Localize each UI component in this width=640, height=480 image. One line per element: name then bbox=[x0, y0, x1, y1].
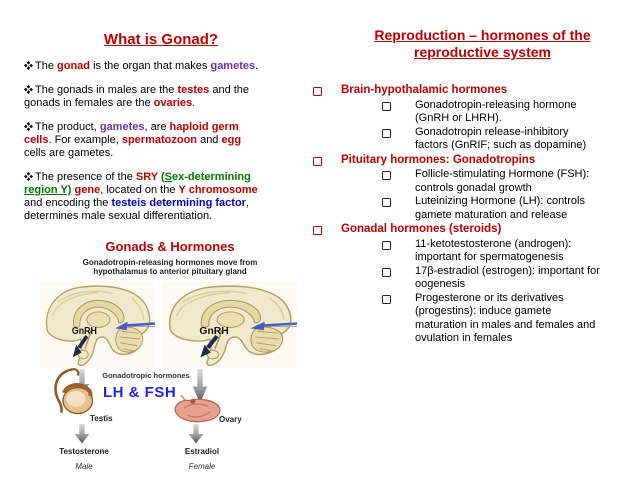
text-run: cells bbox=[24, 134, 49, 146]
female-label: Female bbox=[188, 462, 216, 471]
testis-image bbox=[54, 368, 94, 415]
text-run: region Y) bbox=[24, 184, 72, 196]
list-item-text: 11-ketotestosterone (androgen):important… bbox=[415, 237, 572, 264]
section-heading: Pituitary hormones: Gonadotropins bbox=[313, 154, 637, 168]
square-bullet-icon bbox=[382, 198, 391, 207]
left-title: What is Gonad? bbox=[103, 31, 219, 48]
bullet-paragraph: The gonads in males are the testes and t… bbox=[24, 84, 316, 110]
square-bullet-icon bbox=[382, 240, 391, 250]
bullet-paragraph: The presence of the SRY (Sex-determining… bbox=[24, 171, 316, 223]
left-bullet-list: The gonad is the organ that makes gamete… bbox=[24, 60, 316, 234]
diamond-bullet-icon bbox=[24, 172, 33, 181]
section-heading-text: Gonadal hormones (steroids) bbox=[341, 223, 502, 235]
text-run: testes bbox=[177, 84, 210, 96]
text-run: . bbox=[255, 60, 259, 72]
paragraph-text: The product, gametes, are haploid germ ce… bbox=[24, 121, 241, 159]
text-run: is the organ that makes bbox=[90, 60, 211, 72]
text-run: The gonads in males are the bbox=[35, 84, 178, 96]
list-item: 11-ketotestosterone (androgen):important… bbox=[382, 238, 637, 265]
lh-fsh-label: LH & FSH bbox=[103, 384, 177, 401]
text-run: and bbox=[197, 134, 222, 146]
brain-sagittal-image-left bbox=[40, 281, 155, 368]
male-label: Male bbox=[75, 462, 93, 471]
text-run: and encoding the bbox=[24, 197, 112, 209]
text-run: and the bbox=[209, 84, 250, 96]
down-arrow-icon bbox=[72, 424, 92, 444]
text-run: testeis determining factor bbox=[111, 197, 246, 209]
list-item-text: Gonadotropin-releasing hormone(GnRH or L… bbox=[415, 98, 577, 125]
text-run: gonads in females are the bbox=[24, 97, 154, 109]
bullet-paragraph: The gonad is the organ that makes gamete… bbox=[24, 60, 316, 73]
text-run: SRY bbox=[135, 171, 158, 183]
text-run: Y chromosome bbox=[178, 184, 258, 196]
text-run: , are bbox=[144, 121, 170, 133]
text-run: S bbox=[164, 171, 172, 183]
square-bullet-icon bbox=[313, 226, 322, 235]
text-run: spermatozoon bbox=[121, 134, 198, 146]
square-bullet-icon bbox=[382, 267, 391, 277]
text-run: The product, bbox=[35, 121, 100, 133]
text-run: haploid germ bbox=[169, 121, 239, 133]
text-run: gonad bbox=[57, 60, 91, 72]
text-run: The presence of the bbox=[35, 171, 136, 183]
list-item-text: Progesterone or its derivatives(progesti… bbox=[415, 291, 596, 345]
square-bullet-icon bbox=[313, 156, 322, 166]
square-bullet-icon bbox=[382, 101, 391, 111]
estradiol-label: Estradiol bbox=[184, 447, 220, 456]
ovary-image bbox=[174, 398, 221, 423]
square-bullet-icon bbox=[382, 294, 391, 304]
list-item: Gonadotropin-releasing hormone(GnRH or L… bbox=[382, 99, 637, 126]
text-run: egg bbox=[221, 134, 242, 146]
square-bullet-icon bbox=[382, 171, 391, 180]
text-run: The bbox=[35, 60, 58, 72]
square-bullet-icon bbox=[313, 87, 322, 96]
testosterone-label: Testosterone bbox=[59, 447, 109, 456]
text-run: . bbox=[192, 97, 196, 109]
ovary-label: Ovary bbox=[219, 415, 242, 424]
text-run: . For example, bbox=[48, 134, 122, 146]
paragraph-text: The presence of the SRY (Sex-determining… bbox=[24, 171, 258, 222]
down-arrow-icon bbox=[186, 424, 206, 444]
testis-label: Testis bbox=[90, 414, 113, 423]
text-run: gametes bbox=[99, 121, 145, 133]
diamond-bullet-icon bbox=[24, 61, 33, 70]
figure-subtitle: Gonadotropin-releasing hormones move fro… bbox=[82, 258, 258, 276]
text-run: determines male sexual differentiation. bbox=[24, 210, 213, 222]
list-item-text: Follicle-stimulating Hormone (FSH):contr… bbox=[415, 168, 590, 194]
paragraph-text: The gonads in males are the testes and t… bbox=[24, 84, 249, 109]
section-heading: Brain-hypothalamic hormones bbox=[313, 84, 637, 98]
list-item: Follicle-stimulating Hormone (FSH):contr… bbox=[382, 168, 637, 195]
text-run: gametes bbox=[210, 60, 256, 72]
gonadotropic-hormones-label: Gonadotropic hormones bbox=[102, 371, 190, 380]
text-run: ex-determining bbox=[172, 171, 251, 183]
figure-title: Gonads & Hormones bbox=[105, 239, 235, 254]
section-heading-text: Pituitary hormones: Gonadotropins bbox=[341, 153, 536, 166]
paragraph-text: The gonad is the organ that makes gamete… bbox=[35, 60, 258, 72]
text-run: gene bbox=[74, 184, 101, 196]
text-run: cells are gametes. bbox=[24, 147, 114, 159]
diamond-bullet-icon bbox=[24, 122, 33, 131]
diamond-bullet-icon bbox=[24, 85, 33, 94]
section-heading-text: Brain-hypothalamic hormones bbox=[341, 84, 508, 96]
brain-sagittal-image-right bbox=[162, 281, 297, 368]
square-bullet-icon bbox=[382, 128, 391, 138]
bullet-paragraph: The product, gametes, are haploid germ ce… bbox=[24, 121, 316, 160]
section-heading: Gonadal hormones (steroids) bbox=[313, 223, 637, 237]
list-item: Progesterone or its derivatives(progesti… bbox=[382, 292, 637, 346]
text-run: ovaries bbox=[153, 97, 193, 109]
text-run: , bbox=[245, 197, 250, 209]
text-run: ( bbox=[157, 171, 165, 183]
text-run: , located on the bbox=[100, 184, 179, 196]
